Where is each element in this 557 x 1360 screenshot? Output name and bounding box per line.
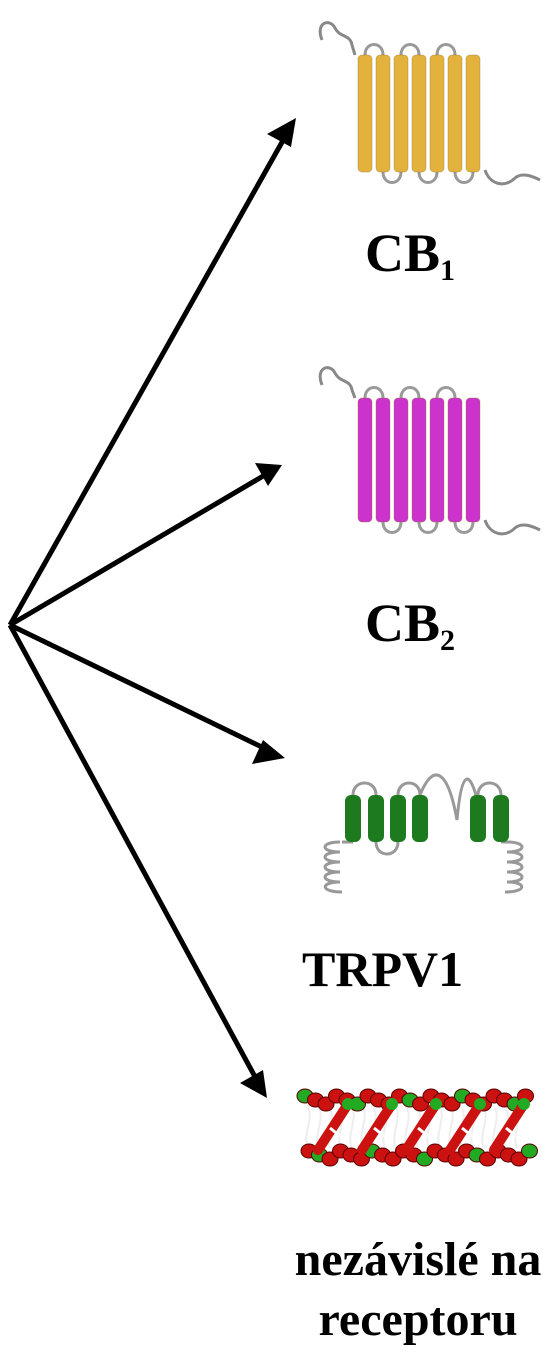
- trpv1-loop: [351, 781, 378, 796]
- cb2-loop: [453, 521, 475, 534]
- cb2-helix: [357, 397, 373, 523]
- arrow-to-membrane: [7, 623, 263, 1088]
- label-receptor-independent: nezávislé na receptoru: [268, 1230, 557, 1350]
- membrane-molecule-end: [518, 1098, 530, 1110]
- label-receptor-independent-line1: nezávislé na: [294, 1233, 542, 1286]
- arrows: [7, 118, 296, 1098]
- cb2-c-terminus: [483, 519, 541, 536]
- label-cb2-main: CB: [365, 593, 441, 653]
- cb2-loop: [435, 386, 457, 399]
- cb2-helix: [465, 397, 481, 523]
- cb1-helix: [429, 54, 445, 173]
- cb2-helix: [411, 397, 427, 523]
- membrane-molecule-end: [386, 1098, 398, 1110]
- cb2-receptor-icon: [318, 366, 541, 536]
- cb1-loop: [417, 171, 439, 184]
- cb1-c-terminus: [483, 169, 541, 186]
- arrow-head-membrane: [240, 1070, 267, 1098]
- cb2-n-terminus: [318, 366, 357, 399]
- arrow-head-cb2: [255, 463, 282, 486]
- trpv1-helix: [470, 795, 486, 842]
- lipid-tail: [393, 1107, 399, 1149]
- cb1-helix: [447, 54, 463, 173]
- trpv1-loop: [476, 781, 503, 796]
- label-cb1-main: CB: [365, 223, 441, 283]
- membrane-molecule-band: [417, 1126, 429, 1138]
- cb1-receptor-icon: [318, 21, 541, 186]
- arrow-head-cb1: [267, 118, 296, 147]
- membrane-molecule: [313, 1099, 353, 1155]
- trpv1-channel-icon: [323, 773, 524, 894]
- label-cb2-sub: 2: [440, 624, 456, 657]
- lipid-tail: [481, 1107, 487, 1149]
- label-receptor-independent-line2: receptoru: [318, 1293, 518, 1346]
- membrane-molecule: [489, 1099, 529, 1155]
- cb2-helix: [393, 397, 409, 523]
- label-cb1: CB1: [365, 222, 456, 287]
- trpv1-n-coil: [323, 840, 343, 894]
- cb1-loop: [399, 43, 421, 56]
- membrane-molecule-band: [329, 1126, 341, 1138]
- lipid-membrane-icon: [296, 1088, 538, 1167]
- cb2-helix: [447, 397, 463, 523]
- trpv1-pore-loop: [418, 773, 478, 821]
- arrow-to-trpv1: [8, 622, 274, 755]
- label-trpv1: TRPV1: [302, 941, 464, 997]
- cb1-helix: [411, 54, 427, 173]
- membrane-molecule-band: [505, 1126, 517, 1138]
- membrane-molecule: [401, 1099, 441, 1155]
- cb1-loop: [453, 171, 475, 184]
- trpv1-loop: [396, 781, 422, 796]
- cb1-loop: [381, 171, 403, 184]
- cb2-loop: [381, 521, 403, 534]
- cb2-helix: [375, 397, 391, 523]
- lipid-tail: [305, 1107, 311, 1149]
- trpv1-helix: [368, 795, 384, 842]
- arrow-head-trpv1: [252, 740, 285, 764]
- trpv1-helix: [412, 795, 428, 842]
- label-cb2: CB2: [365, 592, 456, 657]
- lipid-tail: [437, 1107, 443, 1149]
- membrane-molecule-band: [373, 1126, 385, 1138]
- arrow-to-cb1: [7, 126, 293, 627]
- cb1-helix: [357, 54, 373, 173]
- membrane-molecule-band: [461, 1126, 473, 1138]
- cb1-loop: [363, 43, 385, 56]
- cb1-n-terminus: [318, 21, 357, 56]
- membrane-molecule: [357, 1099, 397, 1155]
- cb1-helix: [375, 54, 391, 173]
- arrow-to-cb2: [8, 469, 272, 628]
- membrane-molecule: [445, 1099, 485, 1155]
- membrane-molecule-end: [430, 1098, 442, 1110]
- cb2-loop: [399, 386, 421, 399]
- lipid-tail: [349, 1107, 355, 1149]
- lipid-head: [521, 1143, 538, 1159]
- cb2-loop: [417, 521, 439, 534]
- trpv1-helix: [493, 795, 509, 842]
- cb1-helix: [393, 54, 409, 173]
- cb1-loop: [435, 43, 457, 56]
- cb2-loop: [363, 386, 385, 399]
- label-cb1-sub: 1: [440, 254, 456, 287]
- trpv1-helix: [345, 795, 361, 842]
- cb1-helix: [465, 54, 481, 173]
- cb2-helix: [429, 397, 445, 523]
- trpv1-c-coil: [504, 840, 524, 894]
- trpv1-helix: [390, 795, 406, 842]
- membrane-molecule-end: [474, 1098, 486, 1110]
- membrane-molecule-end: [342, 1098, 354, 1110]
- trpv1-loop: [374, 841, 400, 856]
